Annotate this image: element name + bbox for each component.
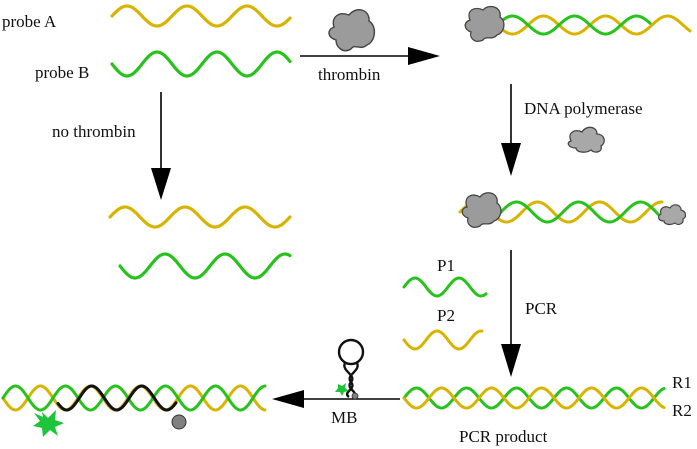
- no-thrombin-arrow-head: [151, 168, 171, 200]
- pcr-product-r1-strand: [402, 386, 666, 410]
- pcr-arrow-head: [501, 344, 521, 377]
- pcr-product-r2-strand-path: [402, 386, 666, 410]
- final-green-strand-path: [1, 384, 267, 412]
- probe-a-label: probe A: [2, 12, 57, 31]
- unbound-probe-a-strand: [108, 205, 292, 229]
- primer-p2-strand-path: [402, 329, 484, 351]
- p2-label: P2: [437, 306, 455, 325]
- pcr-product-r2-strand: [402, 386, 666, 410]
- extended-complex-thrombin-icon: [461, 192, 502, 228]
- pcr-label: PCR: [525, 299, 558, 318]
- mb-black-strand-path: [56, 384, 178, 412]
- pcr-product-r1-strand-path: [402, 386, 666, 410]
- polymerase-cloud-icon: [567, 126, 605, 153]
- r1-label: R1: [672, 373, 692, 392]
- mb-black-strand: [56, 384, 178, 412]
- unbound-probe-b-strand: [118, 252, 292, 280]
- bound-thrombin-icon: [464, 5, 505, 42]
- beacon-fluorophore-icon: [335, 383, 349, 396]
- thrombin-label: thrombin: [318, 65, 381, 84]
- probe-b-strand: [110, 50, 292, 78]
- complex-polymerase-cloud-icon: [658, 204, 687, 226]
- r2-label: R2: [672, 401, 692, 420]
- fluorophore-burst-icon: [33, 410, 64, 437]
- primer-p2-strand: [402, 329, 484, 351]
- mb-label: MB: [331, 408, 357, 427]
- polymerase-arrow-head: [501, 143, 521, 176]
- primer-p1-strand-path: [402, 276, 488, 298]
- mb-arrow-head: [272, 390, 304, 408]
- probe-a-strand-path: [110, 4, 292, 28]
- pcr-product-label: PCR product: [459, 427, 548, 446]
- probe-b-label: probe B: [35, 63, 89, 82]
- extended-probe-b-strand-path: [468, 200, 664, 224]
- p1-label: P1: [437, 256, 455, 275]
- dna-polymerase-label: DNA polymerase: [524, 99, 643, 118]
- no-thrombin-label: no thrombin: [52, 122, 136, 141]
- beacon-quencher-icon: [351, 392, 359, 400]
- probe-a-strand: [110, 4, 292, 28]
- unbound-probe-b-strand-path: [118, 252, 292, 280]
- extended-probe-b-strand: [468, 200, 664, 224]
- thrombin-arrow-head: [408, 47, 440, 65]
- primer-p1-strand: [402, 276, 488, 298]
- final-green-strand: [1, 384, 267, 412]
- probe-b-strand-path: [110, 50, 292, 78]
- quencher-sphere-icon: [171, 414, 187, 430]
- hairpin-beacon-icon: [335, 338, 365, 400]
- thrombin-protein-icon: [328, 9, 376, 52]
- unbound-probe-a-strand-path: [108, 205, 292, 229]
